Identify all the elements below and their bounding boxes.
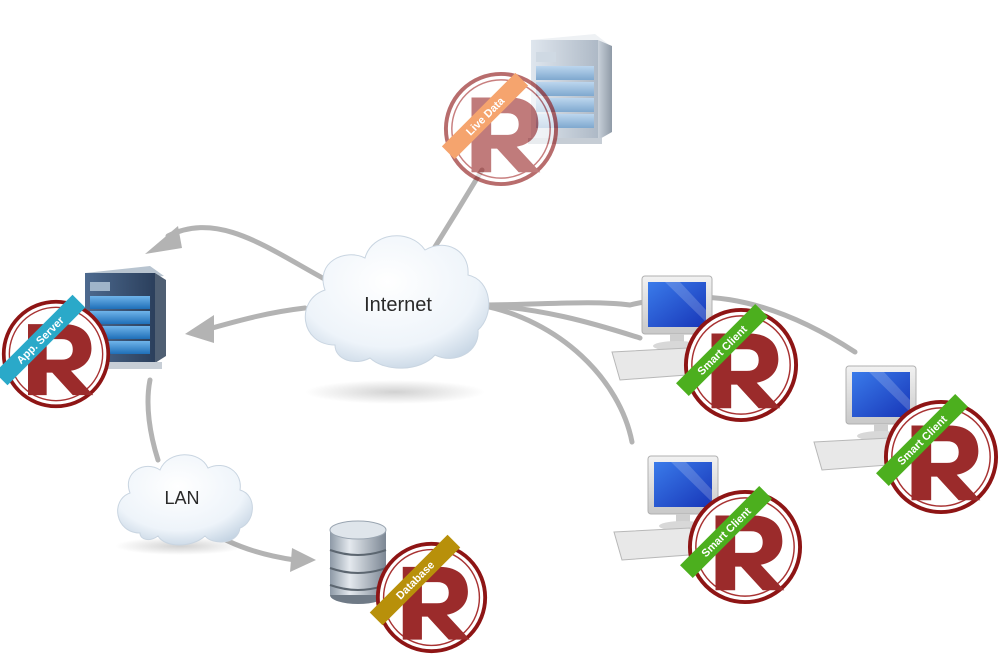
cloud-shadow: [305, 380, 485, 404]
arrowheads: [145, 226, 316, 572]
connectors: [145, 167, 858, 563]
connector-internet-client3: [477, 294, 858, 355]
smart-client-3-badge: Smart Client: [876, 394, 999, 515]
app-server-badge: App. Server: [0, 294, 111, 409]
internet-label: Internet: [364, 294, 432, 316]
app-server-node[interactable]: App. Server: [0, 266, 166, 409]
app-server-ribbon: [0, 294, 86, 386]
connector-livedata-internet: [425, 167, 485, 261]
cloud-shadow: [115, 537, 245, 555]
database-badge: Database: [369, 534, 488, 654]
connector-internet-appserver-bottom: [202, 305, 308, 333]
lan-label: LAN: [164, 488, 199, 508]
smart-client-1-badge: Smart Client: [676, 304, 799, 423]
connector-internet-client2: [477, 302, 635, 445]
live-data-ribbon: [441, 72, 529, 160]
live-data-badge: Live Data: [441, 71, 559, 187]
arrowhead-database: [290, 548, 316, 572]
lan-cloud: LAN: [115, 454, 253, 555]
smart-client-2-ribbon: [680, 486, 772, 578]
smart-client-2-node[interactable]: Smart Client: [613, 455, 803, 605]
arrowhead-appserver-top: [145, 226, 182, 254]
workstation-icon: [611, 275, 713, 381]
internet-cloud: Internet: [304, 235, 490, 404]
arrowhead-appserver-bottom: [185, 315, 214, 343]
database-icon: [329, 520, 387, 604]
connector-appserver-lan: [145, 377, 161, 463]
smart-client-1-ribbon: [676, 304, 768, 396]
connector-internet-appserver-top: [165, 225, 333, 285]
live-data-node[interactable]: Live Data: [441, 34, 612, 187]
smart-client-3-node[interactable]: Smart Client: [813, 365, 999, 515]
cloud-shape: [117, 454, 253, 546]
cloud-shape: [304, 235, 490, 369]
database-node[interactable]: Database: [329, 520, 488, 654]
smart-client-3-ribbon: [876, 394, 968, 486]
workstation-icon: [613, 455, 719, 561]
workstation-icon: [813, 365, 917, 471]
smart-client-1-node[interactable]: Smart Client: [611, 275, 799, 423]
smart-client-2-badge: Smart Client: [680, 486, 803, 605]
database-ribbon: [369, 534, 461, 626]
